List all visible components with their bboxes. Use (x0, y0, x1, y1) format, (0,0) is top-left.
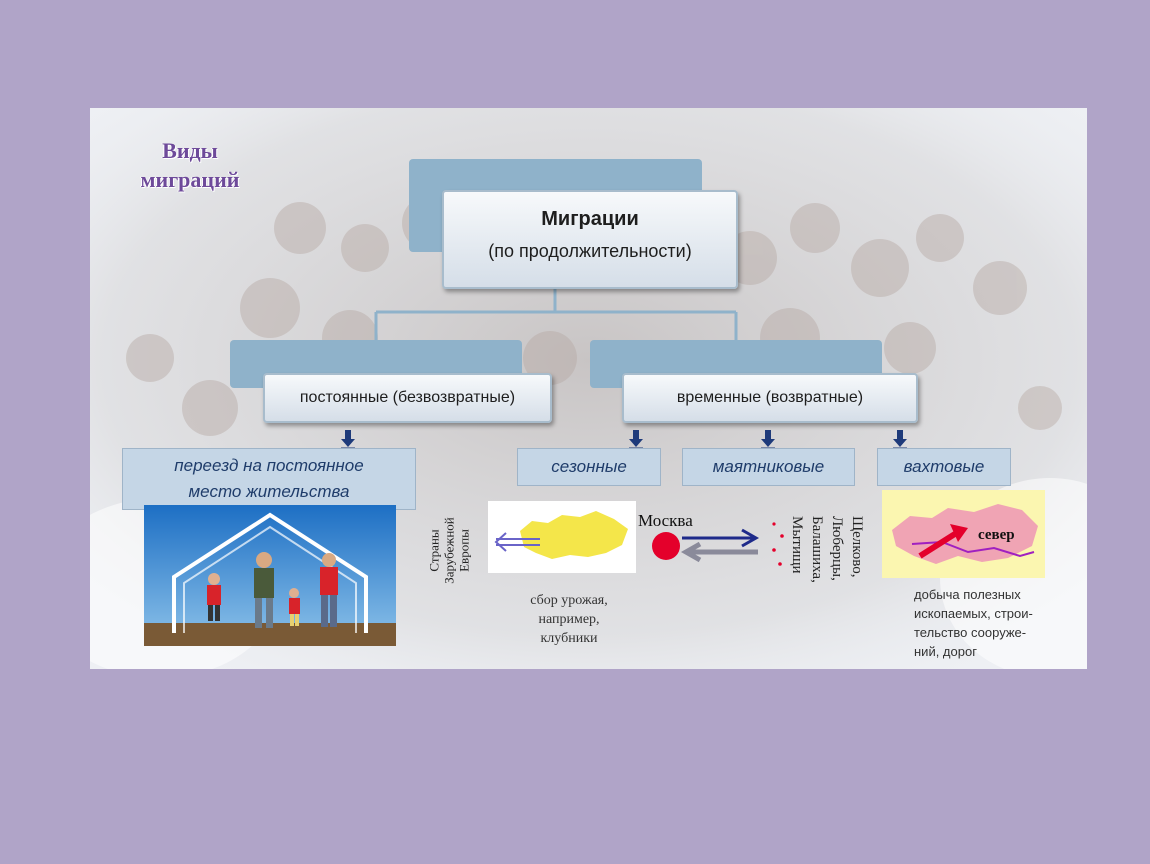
slide-panel: Виды миграций Миграции (по продолжительн… (90, 108, 1087, 669)
shift-note-line-2: ископаемых, строи- (914, 606, 1033, 621)
seasonal-note-line-3: клубники (540, 631, 598, 646)
shift-note: добыча полезных ископаемых, строи- тельс… (914, 585, 1059, 661)
shift-note-line-4: ний, дорог (914, 644, 977, 659)
russia-map-north (882, 490, 1045, 578)
pendulum-arrows (652, 522, 784, 566)
towns-list: Щелково, Люберцы, Балашиха, Мытищи (783, 516, 873, 602)
town-2: Люберцы, (829, 516, 845, 581)
countries-label: Страны Зарубежной Европы (426, 517, 472, 584)
leaf-seasonal: сезонные (517, 448, 661, 486)
north-label: север (978, 527, 1015, 543)
town-1: Щелково, (849, 516, 865, 578)
leaf-permanent-line-1: переезд на постоянное (174, 456, 364, 475)
arrow-down-icon (341, 430, 355, 448)
moscow-label: Москва (638, 511, 693, 530)
seasonal-note-line-2: например, (538, 612, 600, 627)
russia-map-seasonal (488, 501, 636, 573)
seasonal-note: сбор урожая, например, клубники (494, 591, 644, 648)
root-subtitle: (по продолжительности) (488, 241, 692, 261)
heading-line-1: Виды (162, 138, 218, 163)
slide-heading: Виды миграций (120, 136, 260, 194)
shift-note-line-3: тельство сооруже- (914, 625, 1027, 640)
permanent-node: постоянные (безвозвратные) (263, 373, 552, 423)
leaf-permanent-relocation: переезд на постоянное место жительства (122, 448, 416, 510)
root-title: Миграции (541, 208, 639, 230)
town-3: Балашиха, (809, 516, 825, 583)
arrow-down-icon (893, 430, 907, 448)
family-house-picture (144, 505, 396, 646)
arrow-down-icon (761, 430, 775, 448)
arrow-down-icon (629, 430, 643, 448)
root-node: Миграции (по продолжительности) (442, 190, 738, 289)
leaf-pendulum: маятниковые (682, 448, 855, 486)
temporary-node: временные (возвратные) (622, 373, 918, 423)
tree-connectors (374, 286, 738, 340)
town-4: Мытищи (789, 516, 805, 574)
moscow-dot-icon (652, 532, 680, 560)
heading-line-2: миграций (140, 167, 240, 192)
countries-label-box: Страны Зарубежной Европы (427, 504, 472, 584)
leaf-shift: вахтовые (877, 448, 1011, 486)
shift-note-line-1: добыча полезных (914, 587, 1021, 602)
leaf-permanent-line-2: место жительства (188, 482, 350, 501)
seasonal-note-line-1: сбор урожая, (530, 593, 608, 608)
towns-vertical: Щелково, Люберцы, Балашиха, Мытищи (777, 516, 867, 598)
